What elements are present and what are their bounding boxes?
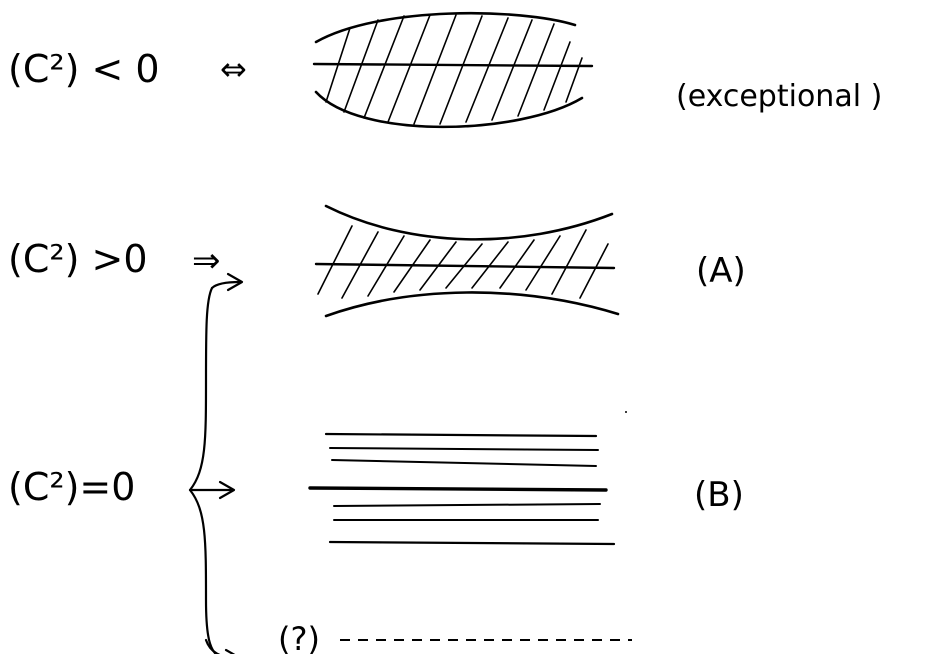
brace-arrow-top-shaft: [210, 280, 242, 290]
condition-negative-self-intersection: (C²) < 0: [8, 47, 160, 91]
fiber-line-4: [333, 503, 601, 507]
case-label-exceptional: (exceptional ): [676, 79, 882, 114]
brace-arrow-middle-head: [218, 480, 236, 500]
exceptional-curve-hatching: [325, 14, 583, 125]
fiber-line-6: [328, 540, 616, 546]
brace-arrow-bottom-head: [224, 648, 236, 654]
stray-ink-dot: [625, 411, 627, 413]
condition-zero-self-intersection: (C²)=0: [8, 465, 135, 509]
brace-curve: [188, 286, 218, 654]
exceptional-curve-lower-boundary: [314, 90, 584, 129]
equivalence-arrow: ⇔: [220, 50, 247, 88]
fiber-line-2: [329, 447, 599, 451]
case-a-figure: [314, 204, 620, 318]
case-a-upper-boundary: [324, 204, 614, 241]
condition-positive-self-intersection: (C²) >0: [8, 237, 148, 281]
case-b-figure: [308, 432, 616, 546]
brace-arrow-bottom-shaft: [204, 638, 221, 654]
implication-arrow: ⇒: [192, 241, 221, 281]
fiber-line-3: [331, 459, 597, 467]
exceptional-curve-figure: [312, 11, 594, 129]
fiber-line-central: [308, 486, 608, 492]
case-label-a: (A): [696, 251, 746, 291]
exceptional-curve-upper-boundary: [314, 11, 577, 44]
branching-brace: [188, 272, 244, 654]
exceptional-curve-axis: [312, 62, 594, 68]
case-a-lower-boundary: [324, 291, 620, 318]
case-label-unknown: (?): [278, 620, 320, 654]
case-a-hatching: [317, 225, 609, 299]
fiber-line-1: [324, 432, 598, 438]
case-label-b: (B): [694, 475, 744, 515]
brace-arrow-top-head: [226, 272, 244, 292]
